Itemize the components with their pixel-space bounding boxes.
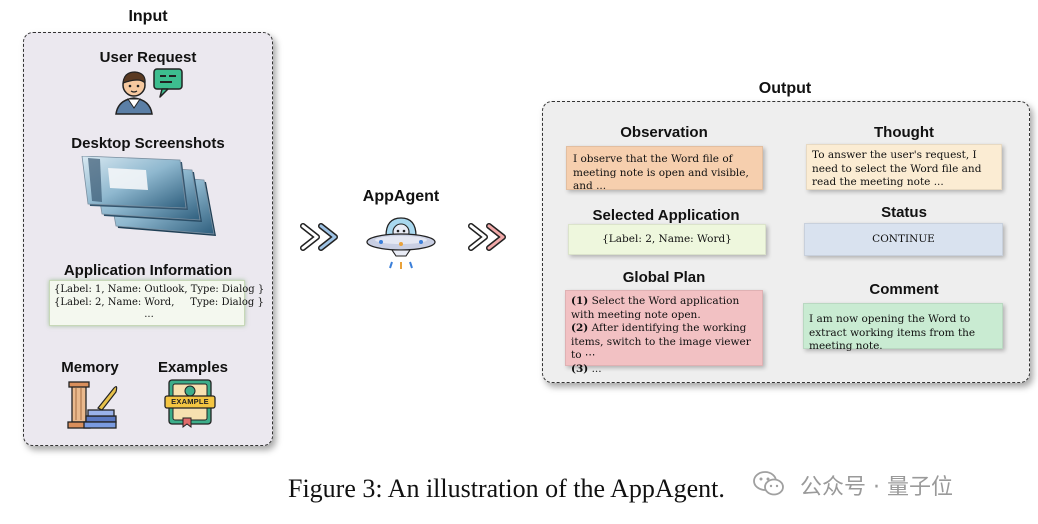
observation-text: I observe that the Word file of meeting …: [573, 153, 749, 192]
user-with-chat-icon: [110, 66, 186, 116]
global-plan-item: (2) After identifying the working items,…: [571, 322, 751, 361]
output-title: Output: [758, 80, 812, 97]
application-information-label: Application Information: [63, 262, 233, 279]
observation-card: I observe that the Word file of meeting …: [566, 146, 763, 192]
figure-caption: Figure 3: An illustration of the AppAgen…: [288, 474, 725, 503]
global-plan-item: (3) ...: [571, 362, 602, 375]
appagent-label: AppAgent: [362, 188, 440, 205]
selected-application-text: {Label: 2, Name: Word}: [602, 233, 732, 245]
thought-card: To answer the user's request, I need to …: [806, 144, 1002, 190]
application-information-card: {Label: 1, Name: Outlook, Type: Dialog }…: [49, 280, 265, 326]
thought-label: Thought: [874, 124, 934, 141]
global-plan-card: (1) Select the Word application with mee…: [565, 290, 763, 375]
thought-text: To answer the user's request, I need to …: [812, 149, 982, 188]
selected-application-card: {Label: 2, Name: Word}: [568, 224, 766, 255]
status-label: Status: [881, 204, 927, 221]
desktop-screenshots-label: Desktop Screenshots: [71, 135, 225, 152]
comment-label: Comment: [869, 281, 939, 298]
app-info-line: ...: [144, 309, 154, 320]
memory-label: Memory: [61, 359, 119, 376]
arrow-to-output-icon: [467, 222, 513, 252]
status-text: CONTINUE: [872, 233, 935, 245]
example-badge: EXAMPLE: [171, 397, 209, 406]
observation-label: Observation: [620, 124, 708, 141]
arrow-to-agent-icon: [299, 222, 345, 252]
selected-application-label: Selected Application: [592, 207, 740, 224]
wechat-logo-icon: [752, 470, 786, 498]
input-title: Input: [128, 8, 168, 25]
input-panel: [23, 32, 273, 446]
user-request-label: User Request: [99, 49, 197, 66]
global-plan-label: Global Plan: [622, 269, 706, 286]
comment-card: I am now opening the Word to extract wor…: [803, 303, 1003, 352]
app-info-line: {Label: 2, Name: Word, Type: Dialog }: [54, 296, 264, 308]
app-info-line: {Label: 1, Name: Outlook, Type: Dialog }: [54, 284, 265, 295]
ufo-agent-icon: [364, 210, 438, 276]
global-plan-item: (1) Select the Word application with mee…: [571, 295, 740, 321]
desktop-screenshots-image: [78, 156, 223, 242]
watermark-text: 公众号 · 量子位: [800, 475, 953, 500]
examples-icon: [163, 378, 217, 428]
examples-label: Examples: [157, 359, 229, 376]
status-card: CONTINUE: [804, 223, 1003, 256]
comment-text: I am now opening the Word to extract wor…: [809, 313, 976, 352]
memory-icon: [64, 378, 120, 432]
